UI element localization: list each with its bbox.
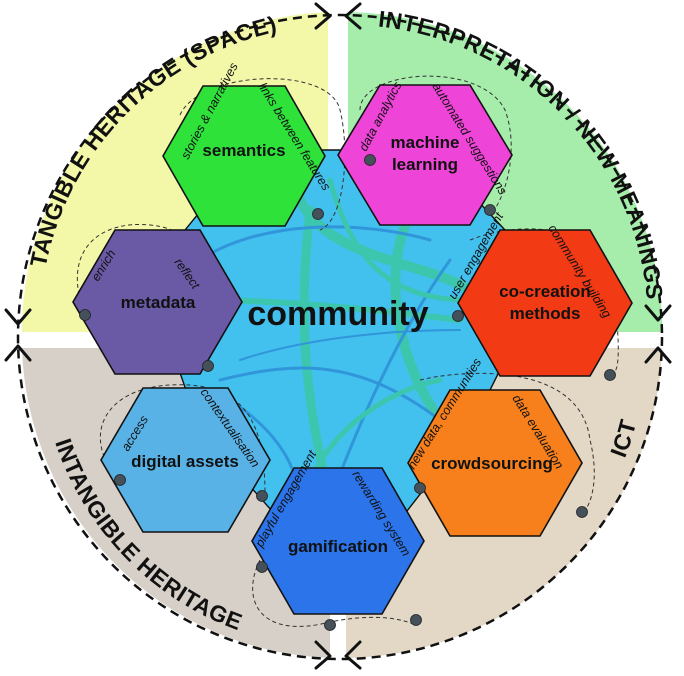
metadata-label: metadata bbox=[121, 293, 196, 312]
machine-learning-label-line2: learning bbox=[392, 155, 458, 174]
semantics-label: semantics bbox=[202, 141, 285, 160]
hex-digital-assets[interactable]: digital assets bbox=[100, 387, 271, 533]
hex-crowdsourcing[interactable]: crowdsourcing bbox=[407, 389, 583, 537]
co-creation-label-line2: methods bbox=[510, 304, 581, 323]
bracket-markers bbox=[4, 2, 672, 670]
hex-semantics[interactable]: semantics bbox=[162, 85, 326, 227]
digital-assets-label: digital assets bbox=[131, 452, 239, 471]
outer-ring bbox=[16, 13, 664, 661]
gamification-label: gamification bbox=[288, 537, 388, 556]
co-creation-label-line1: co-creation bbox=[499, 282, 591, 301]
connector-dots bbox=[79, 154, 616, 631]
crowdsourcing-label: crowdsourcing bbox=[431, 454, 553, 473]
hex-metadata[interactable]: metadata bbox=[72, 229, 243, 375]
hex-co-creation[interactable]: co-creation methods bbox=[457, 229, 633, 377]
hex-machine-learning[interactable]: machine learning bbox=[337, 84, 513, 226]
machine-learning-label-line1: machine bbox=[391, 133, 460, 152]
hex-gamification[interactable]: gamification bbox=[251, 467, 425, 615]
center-label: community bbox=[247, 295, 428, 333]
